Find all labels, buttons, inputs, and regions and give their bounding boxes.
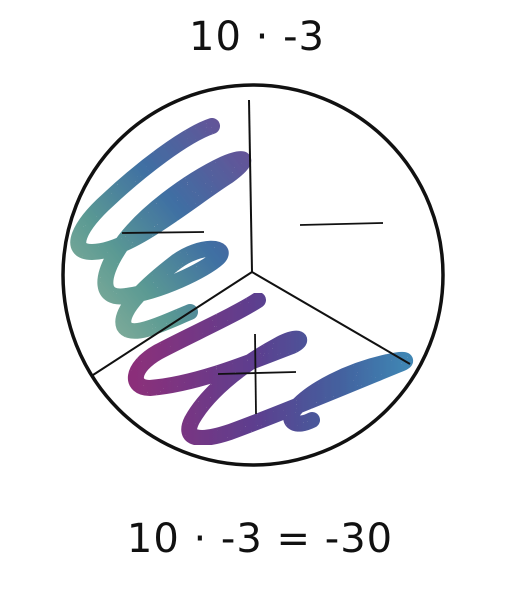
problem-equation: 10 · -3 = -30 bbox=[126, 516, 394, 562]
shading-scribble-bottom bbox=[127, 292, 414, 446]
divider-line-top bbox=[248, 99, 253, 273]
marker-bottom-plus bbox=[217, 333, 297, 415]
circle-outline bbox=[61, 83, 445, 467]
marker-top-left bbox=[121, 231, 205, 234]
divider-line-left bbox=[92, 271, 253, 376]
marker-right-minus bbox=[299, 222, 384, 226]
problem-expression: 10 · -3 bbox=[189, 14, 325, 60]
divider-line-right bbox=[251, 271, 411, 365]
